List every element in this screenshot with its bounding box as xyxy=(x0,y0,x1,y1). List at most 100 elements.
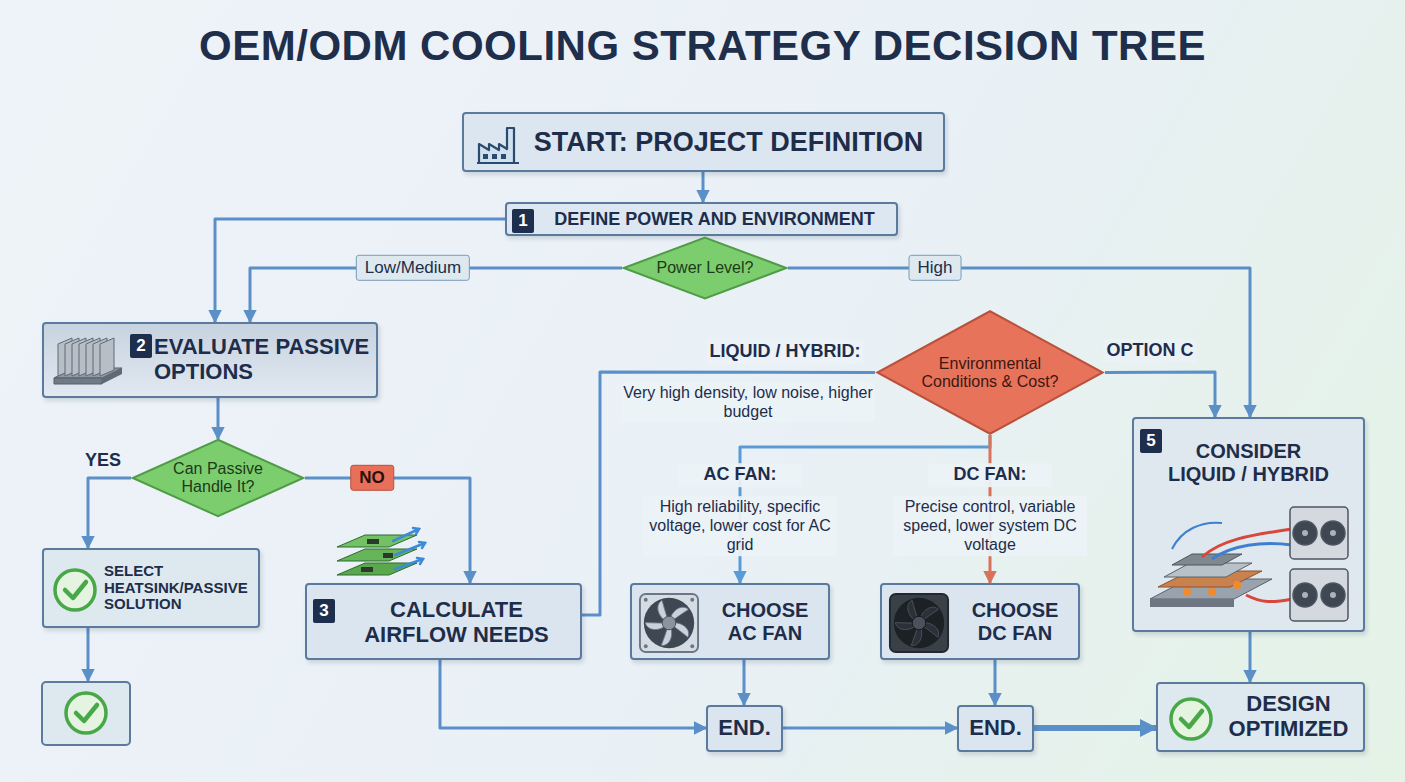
start-box: START: PROJECT DEFINITION xyxy=(462,112,945,172)
connector xyxy=(305,478,470,583)
liquid-cooling-illustration-part xyxy=(1172,554,1242,565)
note-text: Precise control, variable speed, lower s… xyxy=(893,496,1087,556)
step-number: 5 xyxy=(1140,429,1162,453)
text-area: CONSIDER LIQUID / HYBRID xyxy=(1164,431,1333,494)
node-text: EVALUATE PASSIVE OPTIONS xyxy=(154,335,370,384)
heatsink-icon-part xyxy=(100,338,114,376)
decision-diamond: Can Passive Handle It? xyxy=(131,439,305,517)
step-number: 3 xyxy=(313,599,335,623)
result-box: SELECT HEATSINK/PASSIVE SOLUTION xyxy=(42,548,260,628)
edge-label: High xyxy=(909,255,962,281)
ac-fan-icon-part xyxy=(644,598,648,602)
text-area: CHOOSE AC FAN xyxy=(706,589,824,654)
node-text: Environmental Conditions & Cost? xyxy=(915,355,1065,391)
text-area: Can Passive Handle It? xyxy=(163,449,273,507)
dc-fan-icon-part xyxy=(912,616,926,630)
connector xyxy=(217,398,220,439)
decision-diamond: Environmental Conditions & Cost? xyxy=(875,310,1105,435)
ac-fan-icon-part xyxy=(690,598,694,602)
circuit-board-stack-part xyxy=(393,528,425,569)
check-icon xyxy=(1168,696,1214,742)
diagram-title: OEM/ODM COOLING STRATEGY DECISION TREE xyxy=(0,22,1405,70)
connector xyxy=(783,727,957,730)
ac-fan-icon xyxy=(638,592,700,654)
liquid-cooling-illustration-part xyxy=(1212,544,1292,559)
liquid-cooling-illustration-part-part xyxy=(1290,569,1348,621)
factory-icon xyxy=(476,122,520,166)
edge-label: YES xyxy=(82,449,124,473)
factory-icon-part xyxy=(477,162,519,164)
diamond-shape xyxy=(624,238,787,299)
decision-diamond: Power Level? xyxy=(622,237,788,299)
text-area: END. xyxy=(959,707,1032,750)
node-text: DESIGN OPTIMIZED xyxy=(1220,692,1357,741)
end-box: END. xyxy=(706,705,783,752)
ac-fan-icon-part xyxy=(644,644,648,648)
liquid-cooling-illustration-part-part xyxy=(1293,521,1317,545)
liquid-cooling-illustration-part xyxy=(1172,523,1222,549)
check-icon-part xyxy=(1171,699,1211,739)
circuit-board-stack-part xyxy=(383,553,393,558)
liquid-cooling-illustration-part-part xyxy=(1321,583,1345,607)
connector xyxy=(1105,372,1215,417)
liquid-cooling-illustration-part xyxy=(1183,588,1191,596)
note-text: DC FAN: xyxy=(928,463,1052,487)
liquid-cooling-illustration-part xyxy=(1233,581,1241,589)
node-text: CALCULATE AIRFLOW NEEDS xyxy=(341,598,572,647)
node-text: CONSIDER LIQUID / HYBRID xyxy=(1164,440,1333,485)
ac-fan-icon-part xyxy=(640,594,698,652)
edge-label: LIQUID / HYBRID: xyxy=(707,340,864,364)
node-text: DEFINE POWER AND ENVIRONMENT xyxy=(554,209,874,229)
liquid-cooling-illustration-part xyxy=(1246,595,1292,602)
node-text: CHOOSE AC FAN xyxy=(706,599,824,644)
dc-fan-icon-part xyxy=(890,594,948,652)
node-text: END. xyxy=(969,716,1022,741)
result-box: DESIGN OPTIMIZED xyxy=(1156,682,1365,752)
circuit-board-stack-part-part xyxy=(395,543,425,555)
text-area: DEFINE POWER AND ENVIRONMENT xyxy=(539,204,890,234)
ac-fan-icon-part xyxy=(690,644,694,648)
liquid-cooling-illustration xyxy=(1142,499,1357,629)
check-icon xyxy=(52,567,98,613)
text-area: Power Level? xyxy=(650,243,760,293)
text-area: Environmental Conditions & Cost? xyxy=(915,330,1065,415)
done-box-part xyxy=(76,705,97,721)
circuit-board-stack-part-part xyxy=(395,559,423,569)
check-icon-part xyxy=(55,570,95,610)
liquid-cooling-illustration-part-part xyxy=(1321,521,1345,545)
factory-icon-part xyxy=(492,154,497,159)
node-text: Power Level? xyxy=(657,259,754,277)
connector xyxy=(743,660,746,705)
connector xyxy=(702,172,705,202)
process-box: CHOOSE AC FAN xyxy=(630,583,830,660)
connector xyxy=(1249,632,1252,682)
check-icon-part xyxy=(65,582,86,598)
text-area: EVALUATE PASSIVE OPTIONS xyxy=(154,328,370,392)
done-box-part xyxy=(42,682,130,745)
flow-arrow xyxy=(87,628,90,681)
connector xyxy=(1034,725,1156,731)
circuit-board-stack-part-part xyxy=(419,542,425,548)
circuit-board-stack-part xyxy=(367,539,379,544)
circuit-board-stack-part-part xyxy=(413,528,419,534)
note-text: AC FAN: xyxy=(678,463,802,487)
edge-label: NO xyxy=(350,465,394,491)
end-box: END. xyxy=(957,705,1034,752)
liquid-cooling-illustration-part xyxy=(1302,592,1308,598)
connector xyxy=(994,660,997,705)
ac-fan-icon-part xyxy=(662,616,676,630)
circuit-board-stack-part-part xyxy=(417,558,423,564)
edge-label: Low/Medium xyxy=(356,255,470,281)
dc-fan-icon xyxy=(888,592,950,654)
connector xyxy=(440,660,706,728)
diamond-shape xyxy=(133,440,304,516)
process-box: 3CALCULATE AIRFLOW NEEDS xyxy=(305,583,582,660)
connector xyxy=(215,219,505,322)
node-text: CHOOSE DC FAN xyxy=(956,599,1074,644)
edge-label: OPTION C xyxy=(1103,339,1196,363)
process-box: CHOOSE DC FAN xyxy=(880,583,1080,660)
liquid-cooling-illustration-part xyxy=(1150,599,1234,607)
node-text: Can Passive Handle It? xyxy=(163,460,273,496)
circuit-board-stack-part xyxy=(337,535,417,575)
